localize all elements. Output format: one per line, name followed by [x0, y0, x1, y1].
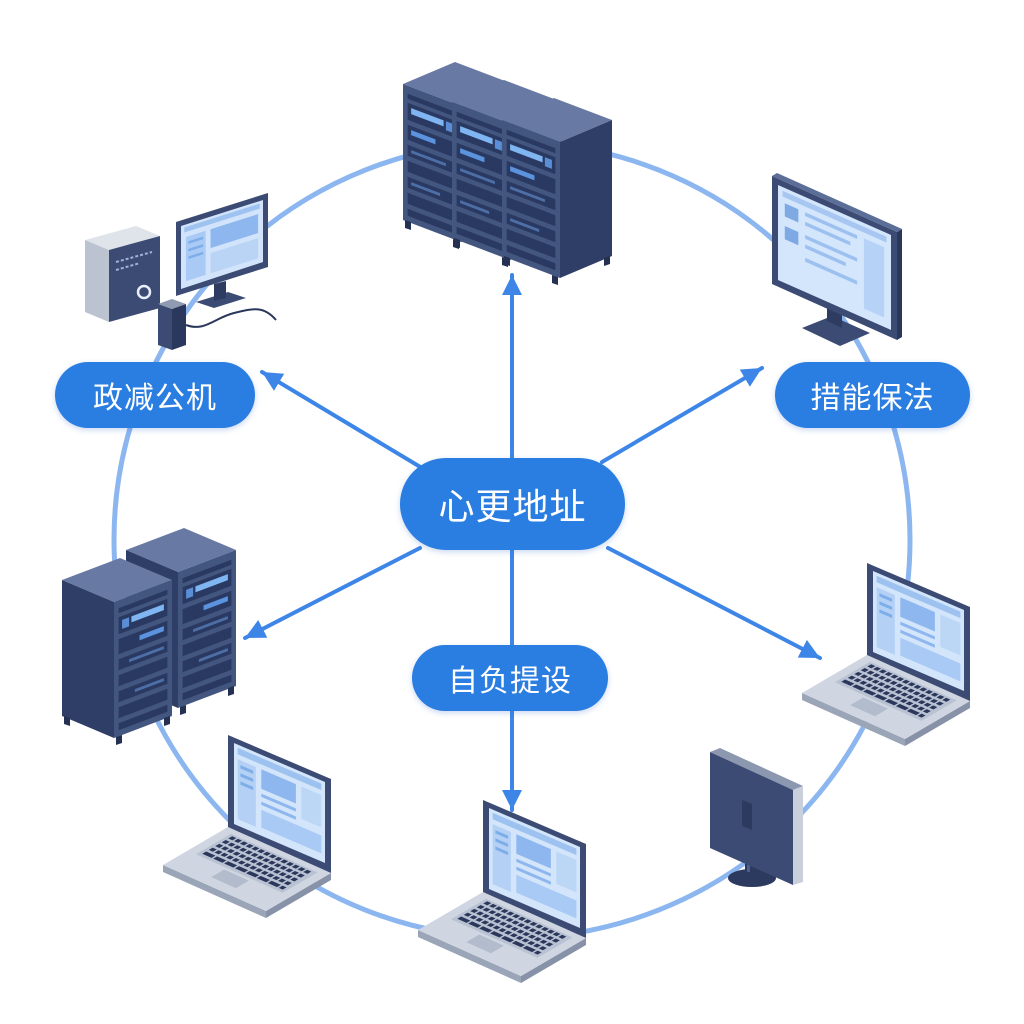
left-server-cluster — [62, 528, 236, 745]
monitor-icon — [772, 173, 902, 346]
right-node-pill: 措能保法 — [775, 362, 970, 428]
arrow-up-left — [260, 370, 424, 470]
top-server-cluster — [403, 62, 612, 285]
laptop-icon — [802, 563, 970, 746]
center-node-label: 心更地址 — [438, 487, 587, 528]
left-node-pill: 政减公机 — [55, 362, 255, 428]
right-node-label: 措能保法 — [810, 381, 935, 416]
laptop-icon — [163, 735, 331, 918]
desktop-computer-icon — [85, 193, 277, 350]
server-rack-icon — [62, 558, 172, 745]
arrow-up-right — [600, 366, 764, 464]
bottom-node-pill: 自负提设 — [412, 645, 608, 711]
connection-arrows — [243, 273, 822, 812]
server-rack-icon — [502, 98, 612, 285]
monitor-icon — [710, 748, 803, 887]
arrow-down-left — [243, 546, 422, 640]
arrow-down-right — [606, 546, 822, 660]
center-node-pill: 心更地址 — [400, 458, 625, 550]
bottom-node-label: 自负提设 — [448, 664, 572, 699]
left-node-label: 政减公机 — [93, 381, 217, 416]
laptop-icon — [418, 800, 586, 983]
